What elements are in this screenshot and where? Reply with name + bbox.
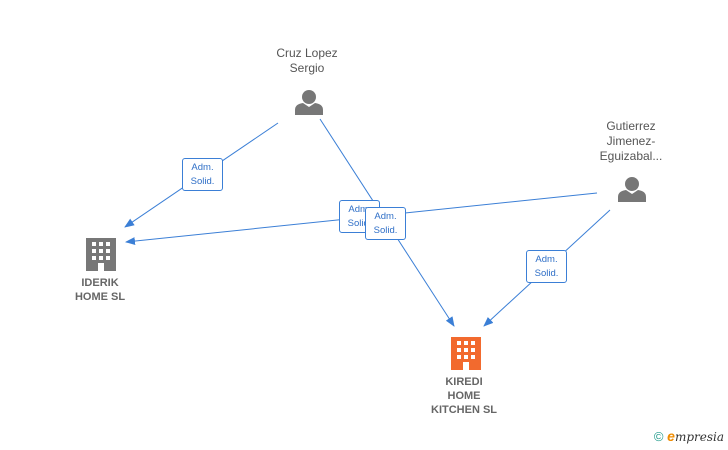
relation-badge[interactable]: Adm. Solid. xyxy=(365,207,406,240)
relation-role: Adm. xyxy=(191,162,214,173)
brand-logo-e: e xyxy=(667,428,675,444)
relation-role: Adm. xyxy=(348,204,371,215)
person-icon xyxy=(618,177,646,202)
building-icon xyxy=(451,337,481,370)
person-name-gutierrez[interactable]: Gutierrez Jimenez- Eguizabal... xyxy=(581,119,681,164)
brand-logo-text: mpresia xyxy=(674,430,724,444)
relation-badge[interactable]: Adm. Solid. xyxy=(526,250,567,283)
person-name-line: Cruz Lopez xyxy=(276,46,338,60)
brand-footer: © empresia xyxy=(654,428,724,444)
person-name-line: Jimenez- xyxy=(606,134,656,148)
relation-role: Solid. xyxy=(373,225,398,236)
relation-role: Adm. xyxy=(535,254,558,265)
company-name-line: KITCHEN SL xyxy=(431,404,497,416)
person-name-line: Gutierrez xyxy=(606,119,656,133)
relation-role: Adm. xyxy=(374,211,397,222)
company-name-line: IDERIK xyxy=(81,277,119,289)
company-name-line: KIREDI xyxy=(445,376,483,388)
relation-role: Solid. xyxy=(190,176,215,187)
person-name-line: Eguizabal... xyxy=(599,149,663,163)
relation-badge[interactable]: Adm. Solid. xyxy=(182,158,223,191)
company-name-line: HOME SL xyxy=(74,291,126,303)
copyright-icon: © xyxy=(653,429,664,444)
person-name-cruz[interactable]: Cruz Lopez Sergio xyxy=(257,46,357,76)
company-name-iderik[interactable]: IDERIK HOME SL xyxy=(50,276,150,304)
company-name-line: HOME xyxy=(447,390,481,402)
building-icon xyxy=(86,238,116,271)
company-name-kiredi[interactable]: KIREDI HOME KITCHEN SL xyxy=(414,375,514,417)
person-icon xyxy=(295,90,323,115)
relation-role: Solid. xyxy=(347,218,372,229)
relation-role: Solid. xyxy=(534,268,559,279)
person-name-line: Sergio xyxy=(289,61,325,75)
